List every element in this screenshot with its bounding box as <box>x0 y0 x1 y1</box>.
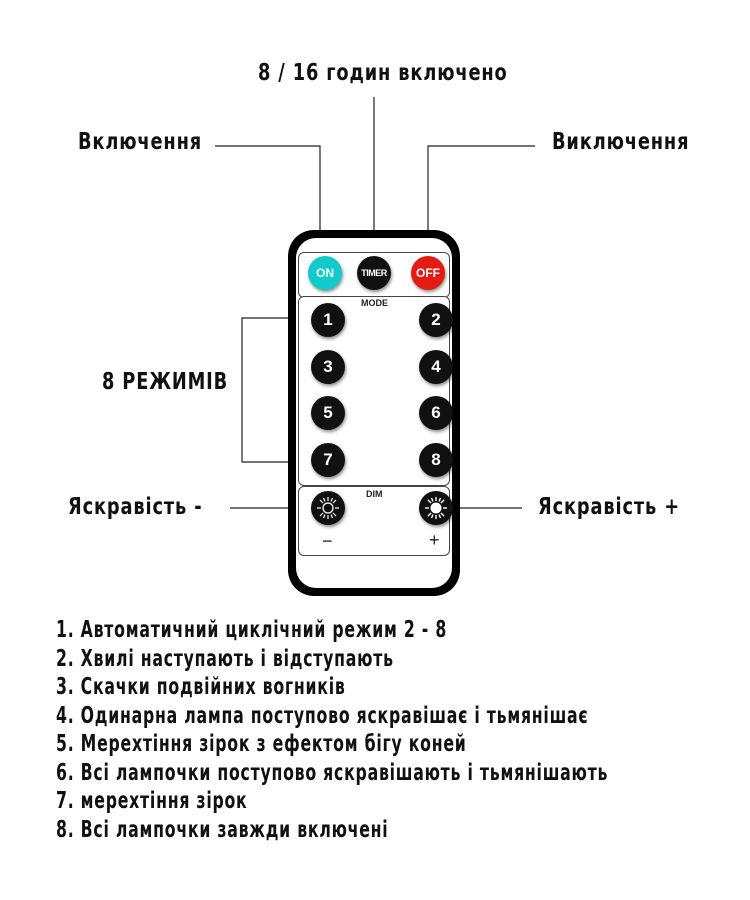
dim-label: DIM <box>366 489 383 499</box>
modes-callout: 8 РЕЖИМІВ <box>102 369 229 395</box>
mode-2-button[interactable]: 2 <box>419 303 453 337</box>
legend-item: 4. Одинарна лампа поступово яскравішає і… <box>56 702 589 729</box>
off-leader-line <box>427 145 535 256</box>
legend-item: 3. Скачки подвійних вогників <box>56 674 346 700</box>
off-button[interactable]: OFF <box>411 256 445 290</box>
on-button[interactable]: ON <box>308 256 342 290</box>
legend-item: 1. Автоматичний циклічний режим 2 - 8 <box>56 617 448 643</box>
dim-plus-sign: + <box>429 530 440 550</box>
remote-control: ON TIMER OFF MODE 1 2 3 4 5 6 7 8 DIM <box>288 230 460 596</box>
mode-1-button[interactable]: 1 <box>311 303 345 337</box>
dim-up-button[interactable] <box>419 491 453 525</box>
mode-label: MODE <box>361 298 388 308</box>
legend-item: 8. Всі лампочки завжди включені <box>56 816 389 843</box>
dim-minus-sign: − <box>322 531 333 551</box>
mode-8-button[interactable]: 8 <box>419 443 453 477</box>
on-callout: Включення <box>78 129 203 155</box>
legend-item: 7. мерехтіння зірок <box>56 788 248 814</box>
mode-4-button[interactable]: 4 <box>419 350 453 384</box>
mode-6-button[interactable]: 6 <box>419 396 453 430</box>
off-callout: Виключення <box>552 129 690 155</box>
mode-legend: 1. Автоматичний циклічний режим 2 - 8 2.… <box>56 616 750 844</box>
legend-item: 5. Мерехтіння зірок з ефектом бігу коней <box>56 731 467 757</box>
dim-down-button[interactable] <box>311 491 345 525</box>
sun-filled-icon <box>425 497 447 519</box>
legend-item: 6. Всі лампочки поступово яскравішають і… <box>56 759 609 786</box>
mode-3-button[interactable]: 3 <box>311 350 345 384</box>
dim-minus-callout: Яскравість - <box>68 494 203 520</box>
sun-outline-icon <box>317 497 339 519</box>
dim-plus-callout: Яскравість + <box>538 494 680 520</box>
mode-7-button[interactable]: 7 <box>311 443 345 477</box>
on-leader-line <box>215 145 321 256</box>
timer-button[interactable]: TIMER <box>357 256 391 290</box>
remote-face: ON TIMER OFF MODE 1 2 3 4 5 6 7 8 DIM <box>296 238 453 588</box>
mode-5-button[interactable]: 5 <box>311 396 345 430</box>
modes-bracket-line <box>241 317 303 463</box>
legend-item: 2. Хвилі наступають і відступають <box>56 645 394 672</box>
timer-callout: 8 / 16 годин включено <box>258 60 508 86</box>
